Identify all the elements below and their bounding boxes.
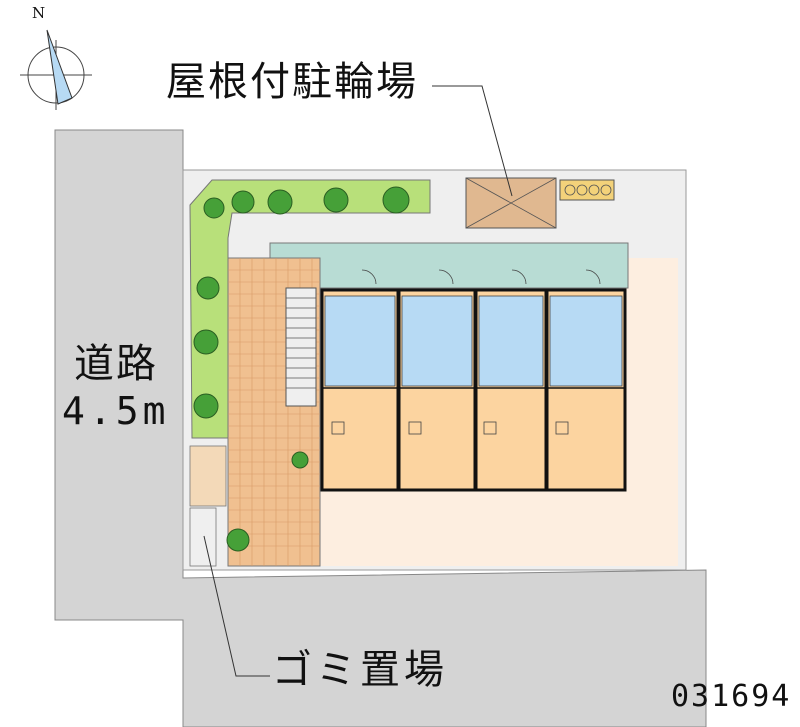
tree: [226, 528, 250, 552]
leader-bicycle-parking: [432, 85, 513, 197]
bicycle-rack-slots: [564, 184, 612, 196]
leader-garbage-area: [203, 535, 270, 677]
tree: [196, 276, 220, 300]
tree: [267, 189, 293, 215]
tree: [323, 187, 349, 213]
north-label: N: [32, 4, 46, 22]
gravel-pad: [189, 445, 227, 507]
label-road: 道路: [74, 341, 158, 387]
label-road-width: 4.5m: [62, 389, 170, 433]
tree: [291, 451, 309, 469]
garbage-area-zone: [189, 507, 217, 567]
north-compass-icon: [20, 29, 92, 110]
label-covered-bicycle-parking: 屋根付駐輪場: [166, 59, 418, 105]
tree: [203, 197, 225, 219]
property-code: 031694: [671, 679, 792, 714]
unit-4: [545, 269, 627, 492]
tree: [231, 190, 255, 214]
unit-2: [397, 269, 477, 492]
tree: [193, 329, 219, 355]
unit-1: [320, 269, 400, 492]
unit-3: [474, 269, 548, 492]
trees: [193, 186, 410, 552]
stair-treads: [286, 297, 316, 389]
tree: [382, 186, 410, 214]
label-garbage-area: ゴミ置場: [272, 647, 448, 693]
tree: [193, 393, 219, 419]
